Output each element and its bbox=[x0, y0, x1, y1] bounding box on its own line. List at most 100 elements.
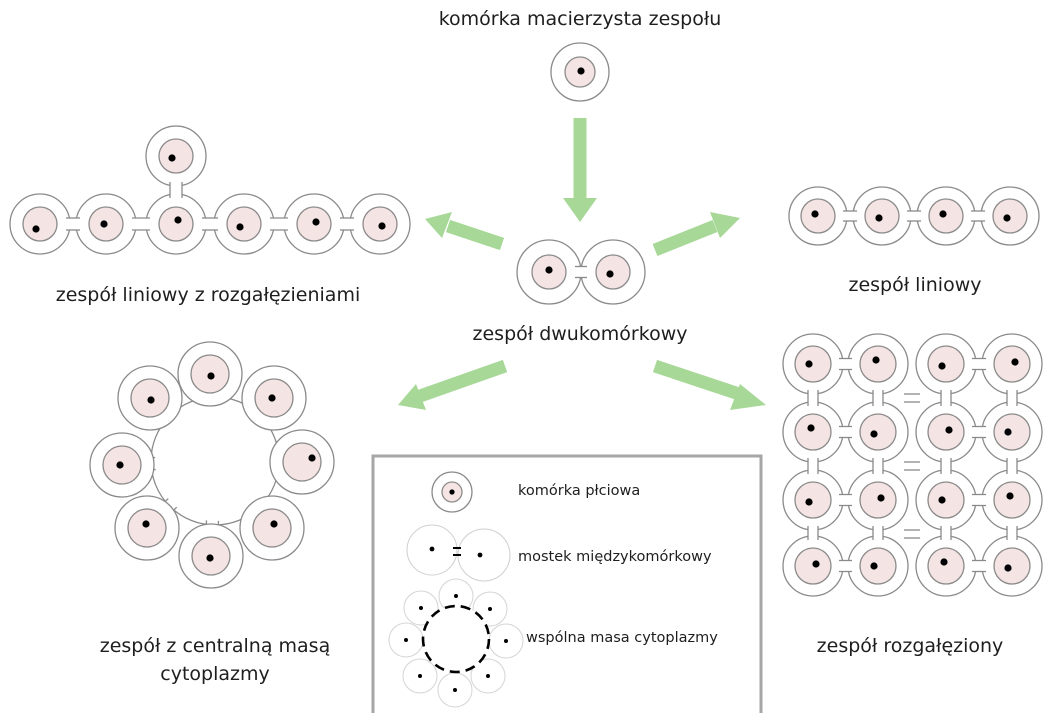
cell-cytoplasm bbox=[860, 548, 896, 584]
bridge-fill bbox=[1007, 526, 1017, 540]
nucleus bbox=[449, 489, 454, 494]
germ-cell bbox=[389, 623, 423, 657]
cell-membrane bbox=[458, 529, 510, 581]
bridge-fill bbox=[66, 218, 80, 230]
nucleus bbox=[940, 558, 947, 565]
intercellular-bridge bbox=[66, 218, 80, 230]
nucleus bbox=[100, 220, 107, 227]
bridge-fill bbox=[132, 218, 150, 230]
germ-cell bbox=[783, 470, 843, 530]
bridge-fill bbox=[972, 427, 986, 438]
bridge-fill bbox=[808, 526, 818, 540]
intercellular-bridge bbox=[904, 394, 920, 402]
intercellular-bridge bbox=[941, 390, 951, 406]
nucleus bbox=[236, 223, 243, 230]
bridge-fill bbox=[340, 218, 354, 230]
intercellular-bridge bbox=[1007, 526, 1017, 540]
intercellular-bridge bbox=[972, 561, 986, 572]
intercellular-bridge bbox=[808, 390, 818, 406]
bridge-fill bbox=[972, 561, 986, 572]
bridge-fill bbox=[1007, 458, 1017, 474]
bridge-fill bbox=[941, 390, 951, 406]
nucleus bbox=[486, 674, 490, 678]
nucleus bbox=[872, 356, 879, 363]
intercellular-bridge bbox=[904, 462, 920, 470]
germ-cell bbox=[789, 187, 847, 245]
cell-cytoplasm bbox=[928, 414, 964, 450]
central-mass-cyst bbox=[90, 342, 334, 588]
cell-cytoplasm bbox=[159, 207, 193, 241]
nucleus bbox=[207, 372, 214, 379]
germ-cell bbox=[403, 659, 437, 693]
bridge-fill bbox=[270, 218, 288, 230]
branched-linear-cyst bbox=[10, 126, 410, 254]
bridge-fill bbox=[808, 390, 818, 406]
bridge-fill bbox=[971, 211, 985, 221]
cell-cytoplasm bbox=[795, 482, 831, 518]
intercellular-bridge bbox=[972, 427, 986, 438]
cell-cytoplasm bbox=[994, 482, 1030, 518]
bridge-fill bbox=[972, 495, 986, 506]
germ-cell bbox=[848, 470, 908, 530]
nucleus bbox=[504, 639, 508, 643]
nucleus bbox=[1006, 492, 1013, 499]
bridge-fill bbox=[904, 462, 920, 470]
germ-cell bbox=[458, 529, 510, 581]
intercellular-bridge bbox=[340, 218, 354, 230]
bridge-fill bbox=[839, 561, 852, 572]
intercellular-bridge bbox=[941, 458, 951, 474]
cell-cytoplasm bbox=[928, 482, 964, 518]
germ-cell bbox=[178, 342, 242, 406]
intercellular-bridge bbox=[132, 218, 150, 230]
nucleus bbox=[945, 426, 952, 433]
bridge-fill bbox=[1007, 390, 1017, 406]
germ-cell bbox=[432, 472, 472, 512]
nucleus bbox=[488, 607, 492, 611]
germ-cell bbox=[848, 536, 908, 596]
nucleus bbox=[877, 494, 884, 501]
nucleus bbox=[875, 214, 882, 221]
germ-cell bbox=[982, 536, 1042, 596]
nucleus bbox=[606, 270, 613, 277]
bridge-fill bbox=[941, 458, 951, 474]
nucleus bbox=[270, 520, 277, 527]
bridge-fill bbox=[843, 211, 857, 221]
arrow-left bbox=[448, 226, 502, 244]
intercellular-bridge bbox=[972, 359, 986, 370]
intercellular-bridge bbox=[1007, 458, 1017, 474]
cell-cytoplasm bbox=[128, 509, 166, 547]
germ-cell bbox=[214, 194, 274, 254]
intercellular-bridge bbox=[575, 267, 587, 278]
nucleus bbox=[404, 638, 408, 642]
intercellular-bridge bbox=[170, 182, 182, 198]
arrow-right bbox=[655, 226, 715, 250]
intercellular-bridge bbox=[873, 458, 883, 474]
cytoplasm-mass-symbol bbox=[423, 606, 489, 672]
intercellular-bridge bbox=[808, 526, 818, 540]
cell-cytoplasm bbox=[993, 199, 1027, 233]
bridge-fill bbox=[904, 394, 920, 402]
mother-cell-group bbox=[551, 43, 609, 101]
germ-cell bbox=[783, 536, 843, 596]
bridge-fill bbox=[873, 390, 883, 406]
nucleus bbox=[938, 496, 945, 503]
cell-cytoplasm bbox=[801, 199, 835, 233]
nucleus bbox=[870, 430, 877, 437]
nucleus bbox=[939, 210, 946, 217]
germ-cell bbox=[10, 194, 70, 254]
germ-cell bbox=[118, 366, 182, 430]
germ-cell bbox=[489, 624, 523, 658]
germ-cell bbox=[916, 536, 976, 596]
arrow-lower-left bbox=[420, 366, 505, 396]
intercellular-bridge bbox=[839, 561, 852, 572]
intercellular-bridge bbox=[907, 211, 921, 221]
intercellular-bridge bbox=[839, 359, 852, 370]
intercellular-bridge bbox=[873, 526, 883, 540]
nucleus bbox=[545, 266, 552, 273]
germ-cell bbox=[917, 187, 975, 245]
germ-cell bbox=[242, 366, 306, 430]
germ-cell bbox=[76, 194, 136, 254]
cell-cytoplasm bbox=[795, 414, 831, 450]
intercellular-bridge bbox=[270, 218, 288, 230]
bridge-fill bbox=[839, 359, 852, 370]
